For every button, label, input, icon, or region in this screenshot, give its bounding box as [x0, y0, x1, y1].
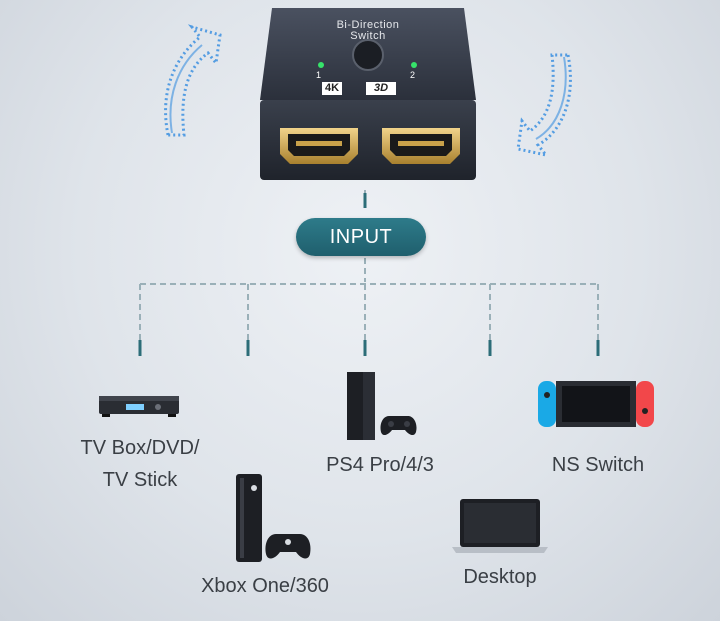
switch-title-line1: Bi-Direction — [336, 19, 400, 31]
tv-box-icon — [99, 396, 179, 417]
switch-title-line2: Switch — [350, 30, 386, 42]
xbox-console-icon — [236, 474, 311, 562]
desktop-label: Desktop — [463, 566, 537, 588]
laptop-icon — [452, 499, 548, 553]
up-arrow-left-icon — [164, 24, 222, 137]
ns-switch-label: NS Switch — [551, 454, 645, 476]
tv-box-label-line2: TV Stick — [102, 469, 178, 491]
ps4-console-icon — [347, 372, 417, 440]
badge-4k: 4K — [322, 82, 343, 95]
down-arrow-right-icon — [516, 53, 572, 158]
input-label-pill: INPUT — [296, 218, 426, 256]
ns-switch-icon — [538, 381, 654, 427]
tv-box-label-line1: TV Box/DVD/ — [80, 437, 200, 459]
badge-3d: 3D — [366, 82, 397, 95]
port2-label: 2 — [410, 70, 416, 80]
tv-box-label: TV Box/DVD/ TV Stick — [60, 432, 220, 496]
hdmi-switch-device: Bi-Direction Switch 1 2 4K 3D — [258, 8, 478, 183]
xbox-label: Xbox One/360 — [201, 575, 329, 597]
port1-label: 1 — [316, 70, 322, 80]
ps4-label: PS4 Pro/4/3 — [326, 454, 434, 476]
